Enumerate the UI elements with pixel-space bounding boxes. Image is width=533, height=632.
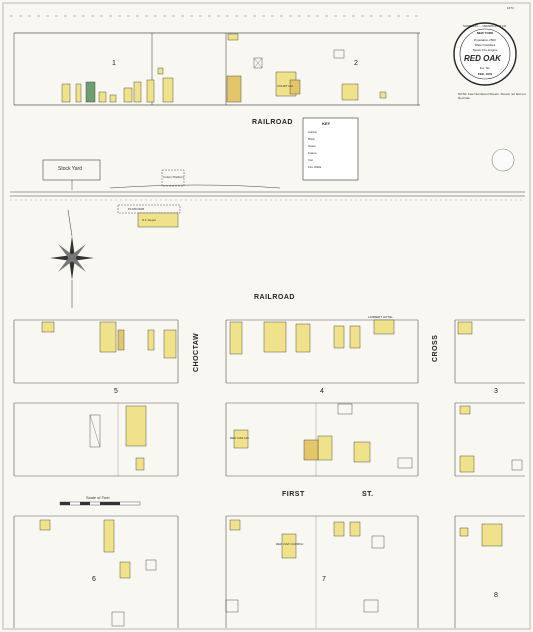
block-number: 3	[494, 388, 498, 395]
key-line: Frame	[308, 151, 317, 155]
key-line: Iron	[308, 158, 314, 162]
platform-label: PLATFORM	[128, 207, 145, 211]
block-number: 5	[114, 388, 118, 395]
cross-street-label: CROSS	[432, 334, 439, 362]
block-number: 7	[322, 576, 326, 583]
key-line: Fire Walls	[308, 165, 322, 169]
stock-yard-label: Stock Yard	[58, 166, 82, 172]
block-number: 6	[92, 576, 96, 583]
lambert-hotel-label: LAMBERT HOTEL	[368, 315, 393, 319]
stock-yard	[42, 159, 101, 181]
publisher-name: SANBORN — PERRIS MAP CO.	[462, 24, 508, 28]
sheet-number: 1674	[507, 6, 514, 10]
key-title: KEY	[322, 121, 331, 126]
court-house-label: COURT HO.	[277, 84, 294, 88]
red-oak-church-label: RED OAK CHURCH	[276, 542, 304, 546]
north-arrow-icon	[50, 209, 94, 308]
key-line: Brick	[308, 137, 315, 141]
library-stamp	[491, 148, 515, 172]
first-street-label: FIRST	[282, 491, 305, 498]
choctaw-street-label: CHOCTAW	[193, 332, 200, 372]
map-key-box	[302, 117, 359, 181]
key-line: Stone	[308, 144, 316, 148]
railroad-label-mid: RAILROAD	[254, 294, 295, 301]
fire-line: Steam Fire Engine	[472, 48, 498, 52]
railroad-label-top: RAILROAD	[252, 119, 293, 126]
key-line: Adobe	[308, 130, 317, 134]
water-line: Water Facilities	[474, 43, 496, 47]
title-seal	[453, 22, 517, 86]
date-label: FEB. 1901	[477, 72, 493, 76]
scale-bar	[59, 501, 141, 506]
lambert-hotel-building	[373, 319, 395, 335]
place-name: RED OAK	[464, 54, 501, 63]
st-label: ST.	[362, 491, 374, 498]
depot-building	[137, 212, 179, 228]
population-line: Population 2500	[474, 38, 496, 42]
block-number: 8	[494, 592, 498, 599]
block-number: 4	[320, 388, 324, 395]
block-number: 2	[354, 60, 358, 67]
cotton-platform-label: Cotton Platform	[163, 175, 184, 179]
church-building	[281, 533, 297, 559]
depot-label: S.F. Depot	[142, 218, 157, 222]
scale-label: Scale of Feet	[86, 495, 110, 500]
block-number: 1	[112, 60, 116, 67]
map-note: NOTE. Few Numbered Streets. Streets not …	[458, 92, 526, 100]
publisher-city: NEW YORK	[476, 31, 494, 35]
red-oak-ho-label: RED OAK HO.	[230, 436, 250, 440]
county-state: Ind. Ter.	[479, 66, 491, 70]
green-building	[85, 81, 96, 103]
